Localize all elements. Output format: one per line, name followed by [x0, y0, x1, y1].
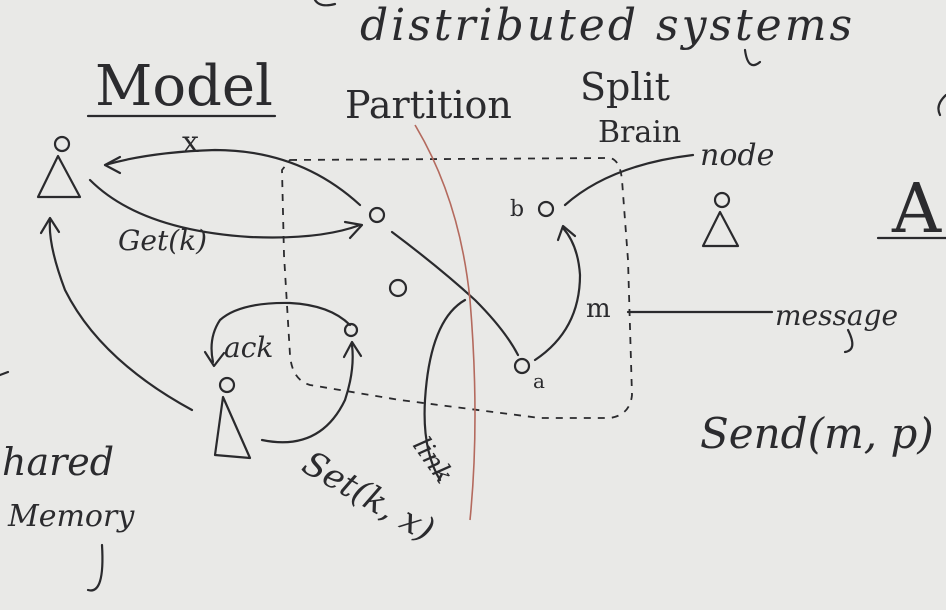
- left-edge-mark: [0, 370, 10, 377]
- node-head-left: [53, 135, 71, 153]
- center-node: [368, 206, 386, 224]
- partial-stroke: [313, 0, 337, 7]
- memory-tail: [86, 543, 104, 592]
- brain-label: Brain: [598, 115, 681, 150]
- ack-loop: [210, 301, 352, 364]
- red-curve: [414, 124, 476, 521]
- reply-arrow: [103, 148, 362, 207]
- reply-arrowhead: [103, 155, 122, 175]
- node-head-right: [713, 191, 731, 209]
- title-text: distributed systems: [360, 0, 855, 51]
- left-arrowhead: [39, 216, 61, 235]
- left-arrow: [48, 218, 194, 412]
- node-body-bottom: [213, 395, 252, 460]
- m-arrow: [533, 226, 582, 362]
- get-arrow: [88, 178, 362, 239]
- shared-label: hared: [2, 440, 114, 484]
- memory-label: Memory: [7, 499, 135, 534]
- node-b-label: b: [510, 197, 524, 222]
- small-circle: [388, 278, 408, 298]
- node-head-bottom: [218, 376, 236, 394]
- m-arrowhead: [556, 224, 577, 242]
- link-line: [390, 230, 520, 357]
- title-g-tail: [743, 48, 762, 67]
- split-label: Split: [580, 65, 670, 109]
- ack-label: ack: [224, 331, 273, 364]
- set-arrow: [260, 343, 354, 444]
- link-curve: [423, 298, 467, 482]
- get-label: Get(k): [118, 224, 207, 257]
- ack-arrowhead: [203, 350, 226, 368]
- message-label: message: [775, 299, 898, 332]
- set-arrowhead: [342, 340, 363, 359]
- node-pointer: [563, 153, 695, 207]
- node-body-right: [701, 210, 740, 248]
- ack-node: [343, 322, 359, 338]
- right-edge-hook: [937, 93, 946, 117]
- send-label: Send(m, p): [700, 409, 934, 458]
- m-label: m: [586, 294, 611, 324]
- node-body-left: [36, 154, 82, 199]
- node-a-label: a: [533, 369, 545, 393]
- link-label: link: [406, 432, 459, 489]
- right-edge-letter: A: [891, 170, 942, 249]
- x-label: x: [182, 125, 199, 160]
- model-label: Model: [95, 54, 273, 119]
- node-a: [513, 357, 531, 375]
- message-g-tail: [843, 328, 854, 354]
- node-b: [537, 200, 555, 218]
- partition-label: Partition: [345, 83, 512, 127]
- node-label: node: [700, 138, 774, 173]
- get-arrowhead: [343, 220, 364, 240]
